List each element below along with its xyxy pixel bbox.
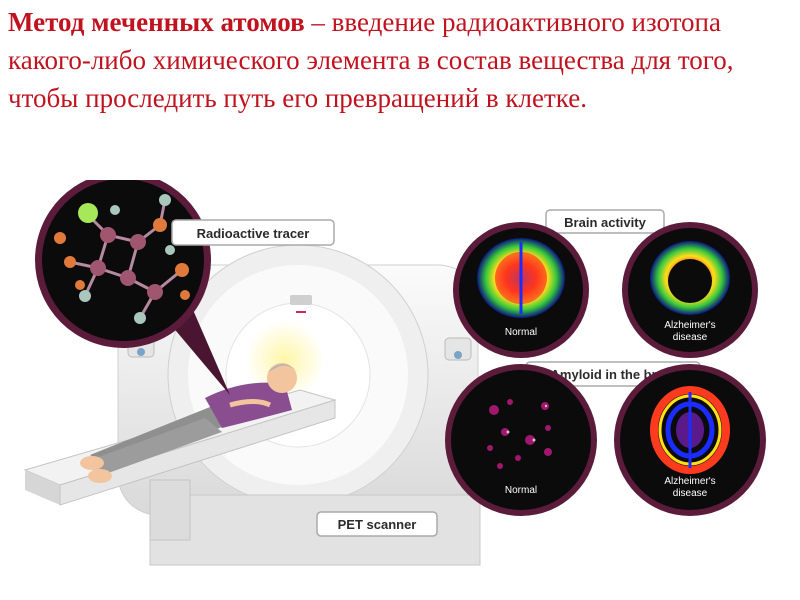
radioactive-tracer-label: Radioactive tracer [197, 226, 310, 241]
radioactive-tracer-callout: Radioactive tracer [171, 219, 335, 246]
brain-activity-label: Brain activity [564, 215, 646, 230]
definition-body: – введение радиоактивного изотопа какого… [8, 7, 734, 113]
brain-activity-normal-scan: Normal [453, 222, 589, 358]
amyloid-label: Amyloid in the brain [551, 367, 676, 382]
radioactive-tracer-molecule [35, 180, 230, 395]
definition-term: Метод меченных атомов [8, 7, 305, 37]
patient [80, 363, 298, 483]
amyloid-normal-scan: Normal [445, 364, 597, 516]
activity-alzheimers-caption-line-2: disease [673, 332, 708, 343]
amyloid-alzheimers-scan: Alzheimer's disease [614, 364, 766, 516]
brain-activity-alzheimers-scan: Alzheimer's disease [622, 222, 758, 358]
definition-text: Метод меченных атомов – введение радиоак… [8, 3, 788, 117]
amyloid-normal-caption: Normal [505, 485, 537, 496]
brain-activity-callout: Brain activity [545, 209, 665, 234]
pet-scanner-label: PET scanner [338, 517, 417, 532]
control-panel-right [444, 337, 472, 361]
activity-alzheimers-caption-line-1: Alzheimer's [664, 320, 715, 331]
amyloid-alzheimers-caption-line-2: disease [673, 488, 708, 499]
activity-normal-caption: Normal [505, 327, 537, 338]
amyloid-alzheimers-caption-line-1: Alzheimer's [664, 476, 715, 487]
pet-scanner-callout: PET scanner [316, 511, 438, 537]
pet-illustration: Radioactive tracer Brain activity Amyloi… [23, 180, 766, 566]
